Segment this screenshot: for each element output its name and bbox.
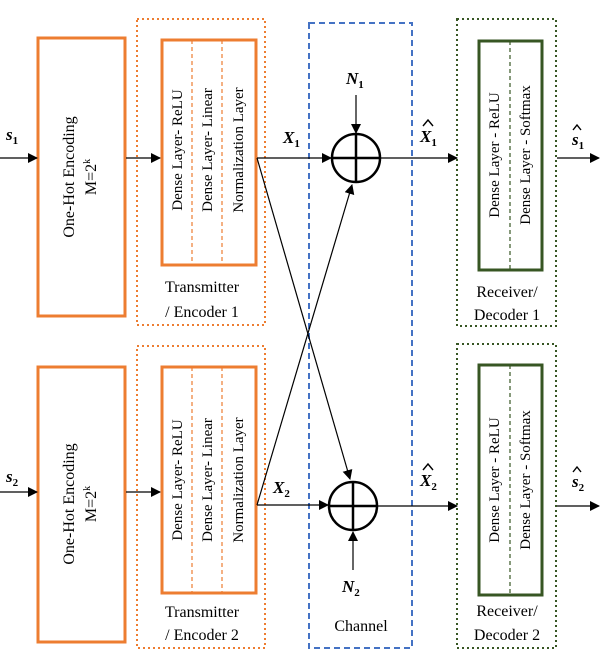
transmitter-2-caption-line2: / Encoder 2 bbox=[165, 627, 239, 644]
transmitter-1-container bbox=[136, 18, 266, 326]
svg-text:X2: X2 bbox=[419, 471, 437, 493]
encoder-box-1 bbox=[36, 36, 127, 318]
label-x2: X2 bbox=[272, 478, 290, 500]
svg-text:X1: X1 bbox=[419, 127, 437, 149]
label-n1: N1 bbox=[345, 69, 364, 91]
label-shat2: s2 bbox=[571, 465, 585, 494]
transmitter-2-caption-line1: Transmitter bbox=[165, 604, 240, 621]
encoder-2-formula: M=2k bbox=[82, 486, 100, 522]
label-n2: N2 bbox=[341, 577, 360, 599]
label-xhat2: X2 bbox=[419, 462, 437, 493]
label-x1: X1 bbox=[282, 128, 300, 150]
channel-label: Channel bbox=[334, 618, 388, 635]
encoder-box-2 bbox=[36, 365, 127, 644]
receiver-2-caption-line1: Receiver/ bbox=[476, 603, 538, 620]
receiver-2-layer-2: Dense Layer - Softmax bbox=[518, 410, 534, 550]
channel-container bbox=[308, 22, 413, 649]
transmitter-2-layer-3: Normalization Layer bbox=[231, 417, 247, 542]
transmitter-2-layer-2: Dense Layer- Linear bbox=[200, 418, 216, 542]
encoder-1-title: One-Hot Encoding bbox=[61, 116, 78, 237]
label-s2: s2 bbox=[5, 467, 19, 489]
receiver-1-caption-line1: Receiver/ bbox=[476, 284, 538, 301]
transmitter-1-caption-line1: Transmitter bbox=[165, 279, 240, 296]
adder-1 bbox=[330, 132, 382, 184]
label-s1: s1 bbox=[5, 125, 18, 147]
transmitter-1-layer-2: Dense Layer- Linear bbox=[200, 88, 216, 212]
receiver-2-container bbox=[456, 343, 557, 649]
adder-2 bbox=[327, 480, 379, 532]
transmitter-2-layer-1: Dense Layer- ReLU bbox=[170, 419, 186, 540]
receiver-1-layer-2: Dense Layer - Softmax bbox=[518, 85, 534, 225]
receiver-2-layer-1: Dense Layer - ReLU bbox=[487, 417, 503, 543]
transmitter-2-box bbox=[160, 365, 258, 595]
svg-text:s1: s1 bbox=[571, 130, 584, 152]
label-shat1: s1 bbox=[571, 123, 584, 152]
transmitter-1-caption-line2: / Encoder 1 bbox=[165, 304, 239, 321]
receiver-1-caption-line2: Decoder 1 bbox=[474, 307, 540, 324]
transmitter-1-layer-3: Normalization Layer bbox=[231, 87, 247, 212]
transmitter-1-layer-1: Dense Layer- ReLU bbox=[170, 89, 186, 210]
label-xhat1: X1 bbox=[419, 118, 437, 149]
encoder-1-formula: M=2k bbox=[82, 159, 100, 195]
svg-text:s2: s2 bbox=[571, 472, 585, 494]
encoder-2-title: One-Hot Encoding bbox=[61, 443, 78, 564]
receiver-1-container bbox=[456, 18, 557, 327]
arrow-cross-tx2-adder1 bbox=[256, 184, 355, 506]
arrow-cross-tx1-adder2 bbox=[256, 157, 353, 480]
transmitter-1-box bbox=[160, 38, 258, 267]
receiver-1-layer-1: Dense Layer - ReLU bbox=[487, 92, 503, 218]
receiver-2-caption-line2: Decoder 2 bbox=[474, 627, 540, 644]
